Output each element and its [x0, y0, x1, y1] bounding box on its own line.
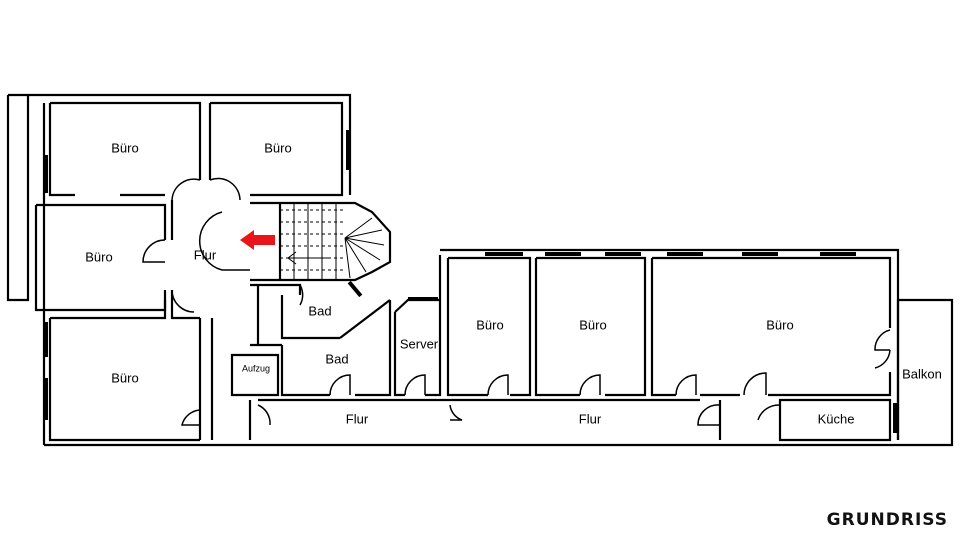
- room-label-flur-main: Flur: [194, 247, 217, 262]
- room-label-flur-east: Flur: [579, 411, 602, 426]
- room-label-buero-sw: Büro: [111, 370, 138, 385]
- doors: [142, 177, 891, 426]
- room-label-aufzug: Aufzug: [242, 363, 270, 373]
- room-label-buero-e1: Büro: [476, 317, 503, 332]
- walls: [6, 93, 954, 447]
- room-label-balkon: Balkon: [902, 366, 942, 381]
- room-label-buero-w: Büro: [85, 249, 112, 264]
- room-label-bad-lower: Bad: [325, 351, 348, 366]
- room-label-buero-nw: Büro: [111, 140, 138, 155]
- room-label-buero-e3: Büro: [766, 317, 793, 332]
- room-label-server: Server: [400, 336, 439, 351]
- room-label-kueche: Küche: [818, 411, 855, 426]
- room-label-flur-south: Flur: [346, 411, 369, 426]
- room-label-bad-upper: Bad: [308, 303, 331, 318]
- staircase-icon: [280, 203, 385, 280]
- room-label-buero-e2: Büro: [579, 317, 606, 332]
- windows: [44, 130, 897, 433]
- brand-wordmark: GRUNDRISS: [826, 510, 948, 530]
- red-arrow-left-icon: [240, 230, 275, 250]
- room-label-buero-n: Büro: [264, 140, 291, 155]
